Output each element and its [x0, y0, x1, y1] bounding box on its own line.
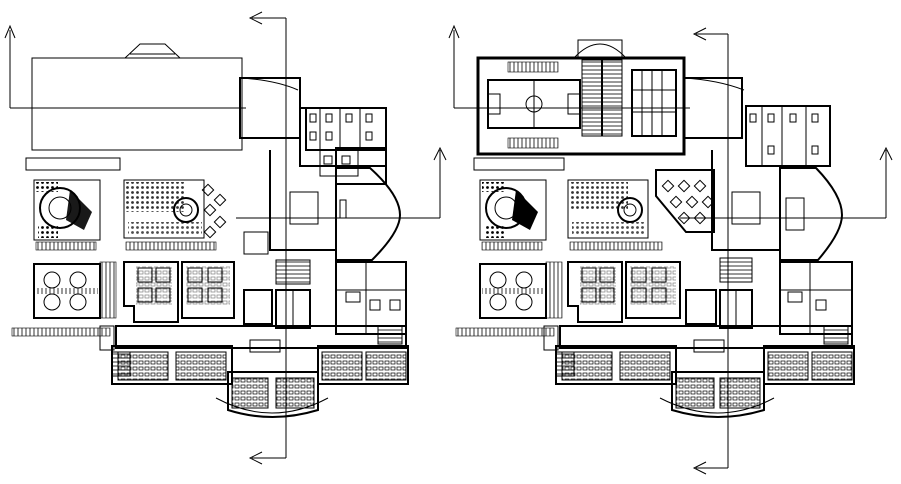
garden-center-upper-2 [567, 179, 649, 239]
cluster-right-lower [181, 261, 235, 319]
roof-block [31, 43, 243, 151]
corridor-block [239, 77, 387, 255]
section-arrow-left-top [4, 24, 246, 109]
cluster-center-lower [123, 261, 179, 323]
sports-hall [476, 39, 686, 156]
central-stairs-right [685, 257, 753, 329]
diamond-court [655, 169, 715, 233]
cluster-left-lower-2 [479, 261, 563, 319]
cluster-right-lower-2 [625, 261, 681, 319]
garden-center-upper [123, 179, 205, 239]
office-block-right [335, 261, 407, 345]
corridor-block-right [683, 77, 831, 251]
curved-hall-right [779, 167, 844, 261]
boundary-fence-right [455, 325, 559, 351]
garden-left-upper-2 [473, 157, 565, 241]
cluster-center-lower-2 [567, 261, 623, 323]
lower-wing [111, 325, 409, 418]
central-stairs [243, 259, 311, 329]
diamond-tiles-left [201, 183, 227, 239]
bench-rows-left [35, 241, 217, 251]
office-block-right-2 [779, 261, 853, 345]
section-arrow-right-top [448, 24, 690, 109]
cluster-left-lower [33, 261, 117, 319]
lower-wing-right [555, 325, 855, 418]
first-floor-plan [448, 24, 893, 475]
curved-hall [335, 167, 402, 261]
bench-rows-right [481, 241, 663, 251]
garden-left-upper [25, 157, 121, 241]
boundary-fence-left [11, 325, 115, 351]
ground-floor-plan [4, 11, 447, 465]
toilet-block [305, 107, 387, 177]
